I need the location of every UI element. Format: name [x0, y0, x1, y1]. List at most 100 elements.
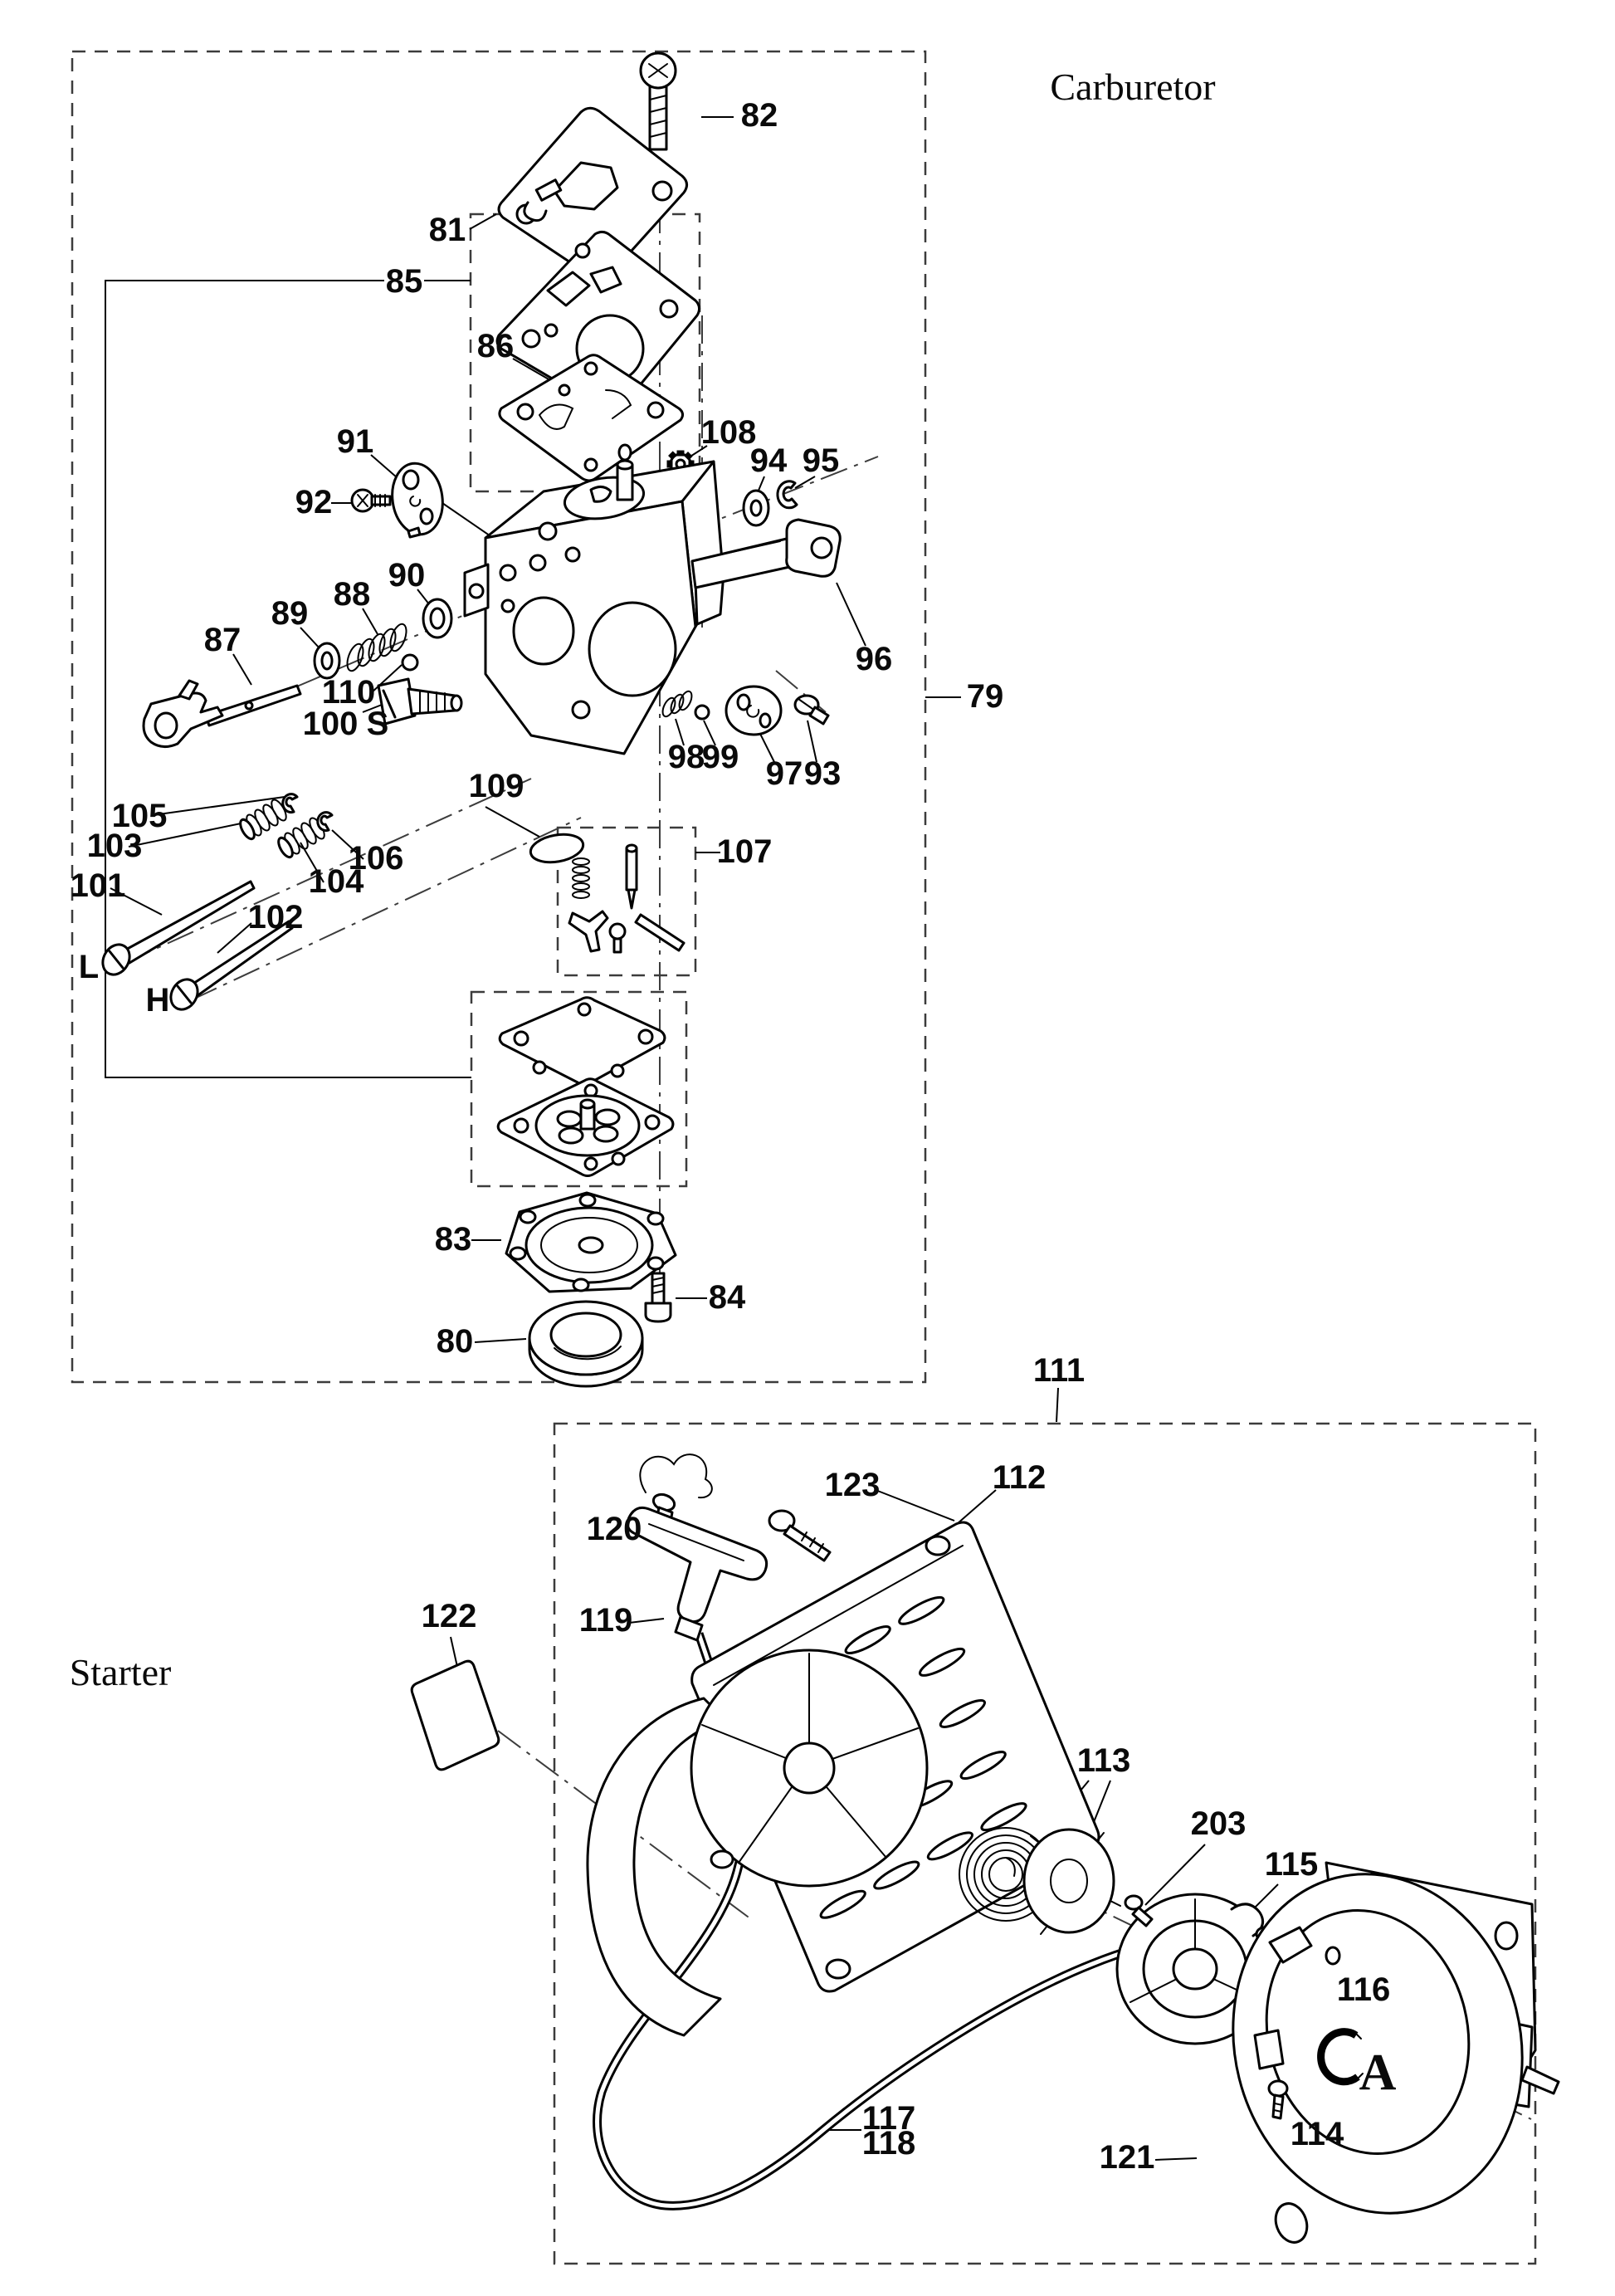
- louver-slot: [980, 1802, 1027, 1832]
- metering-cover-83: [505, 1191, 677, 1293]
- part-label-88: 88: [334, 576, 371, 613]
- part-label-89: 89: [271, 595, 309, 632]
- louver-slot: [939, 1698, 986, 1728]
- part-label-114: 114: [1291, 2116, 1344, 2152]
- metering-diaphragm: [496, 1077, 675, 1177]
- part-label-119: 119: [579, 1602, 633, 1639]
- fan-spokes: [701, 1653, 919, 1864]
- part-label-118: 118: [862, 2125, 916, 2162]
- part-label-109: 109: [469, 768, 525, 804]
- fuel-pump-cover-81: [497, 106, 688, 281]
- section-ref-starter: 111: [1033, 1352, 1085, 1389]
- metering-gasket: [498, 996, 666, 1086]
- part-label-113: 113: [1077, 1742, 1131, 1779]
- section-ref-carburetor: 79: [967, 678, 1004, 715]
- part-label-121: 121: [1100, 2139, 1155, 2176]
- welch-plug-91: [391, 462, 444, 539]
- starter-housing-112: [586, 1521, 1100, 2037]
- part-label-90: 90: [388, 557, 426, 594]
- part-label-107: 107: [717, 833, 773, 870]
- part-label-117: 117: [862, 2100, 916, 2137]
- washer-89: [313, 642, 341, 680]
- louver-slot: [898, 1595, 945, 1625]
- idle-screw-100: [377, 677, 463, 725]
- screw-203: [1124, 1894, 1154, 1927]
- rewind-spring-113: [959, 1827, 1121, 1935]
- diaphragm-set-box: [470, 990, 688, 1188]
- part-label-92: 92: [295, 484, 333, 520]
- mount-ring-80: [528, 1300, 644, 1388]
- screw-93: [793, 694, 830, 725]
- louver-slot: [959, 1751, 1007, 1781]
- screw-123: [768, 1509, 832, 1562]
- needle-102: [169, 920, 294, 1011]
- part-label-S: S: [367, 706, 389, 742]
- louver-slot: [926, 1831, 973, 1861]
- part-label-91: 91: [337, 423, 374, 460]
- spring-88: [346, 623, 407, 672]
- part-label-110: 110: [322, 674, 376, 711]
- part-label-H: H: [146, 982, 170, 1019]
- clip-106: [316, 811, 334, 833]
- part-label-123: 123: [825, 1467, 881, 1503]
- carburetor-body: [463, 443, 725, 755]
- part-label-116: 116: [1337, 1971, 1391, 2008]
- nozzle-kit-box: [556, 826, 697, 977]
- screw-92: [350, 488, 392, 513]
- marking-letter-A: A: [1359, 2044, 1397, 2101]
- part-label-122: 122: [422, 1598, 477, 1634]
- spring-103: [239, 799, 287, 841]
- carburetor-box: [71, 50, 927, 1384]
- washer-94: [742, 489, 770, 527]
- part-label-106: 106: [349, 840, 404, 877]
- pump-diaphragm-86: [498, 354, 685, 482]
- section-title-carburetor: Carburetor: [1050, 66, 1215, 108]
- starter-handle-119: [626, 1506, 768, 1642]
- part-label-203: 203: [1191, 1805, 1247, 1842]
- part-label-105: 105: [112, 798, 168, 834]
- part-label-85: 85: [386, 263, 423, 300]
- part-label-84: 84: [709, 1279, 746, 1316]
- needle-101: [101, 880, 256, 976]
- bushing-90: [422, 598, 453, 639]
- louver-slot: [918, 1647, 966, 1677]
- louver-slot: [873, 1860, 920, 1890]
- housing-cowl: [586, 1697, 727, 2037]
- ball-110: [401, 653, 419, 672]
- choke-shaft-96: [690, 518, 842, 589]
- part-label-80: 80: [437, 1323, 474, 1360]
- circlip-116: [1317, 2028, 1364, 2086]
- part-label-97: 97: [766, 755, 803, 792]
- spring-98: [661, 690, 693, 718]
- screw-82: [639, 51, 677, 151]
- ball-99: [694, 704, 710, 721]
- e-clip-95: [776, 480, 798, 510]
- part-label-115: 115: [1265, 1846, 1319, 1883]
- part-label-108: 108: [701, 414, 757, 451]
- part-label-94: 94: [750, 442, 788, 479]
- section-title-starter: Starter: [70, 1651, 172, 1693]
- part-label-103: 103: [87, 828, 143, 864]
- part-label-101: 101: [71, 867, 126, 904]
- part-label-83: 83: [435, 1221, 472, 1258]
- part-label-98: 98: [668, 739, 705, 775]
- part-label-104: 104: [309, 863, 364, 900]
- part-label-81: 81: [429, 212, 466, 248]
- part-label-102: 102: [248, 899, 304, 935]
- part-label-95: 95: [803, 442, 840, 479]
- throttle-lever-87: [142, 679, 302, 748]
- part-label-100: 100: [303, 706, 359, 742]
- plug-109: [529, 833, 585, 864]
- clip-105: [281, 793, 299, 814]
- part-label-87: 87: [204, 622, 242, 658]
- part-label-120: 120: [587, 1511, 642, 1547]
- plate-122: [410, 1659, 500, 1771]
- part-label-L: L: [79, 949, 99, 985]
- screw-84: [644, 1272, 672, 1323]
- starter-box: [553, 1422, 1537, 2265]
- starter-rope-117-118: [593, 1632, 1223, 2211]
- screw-114: [1267, 2079, 1289, 2120]
